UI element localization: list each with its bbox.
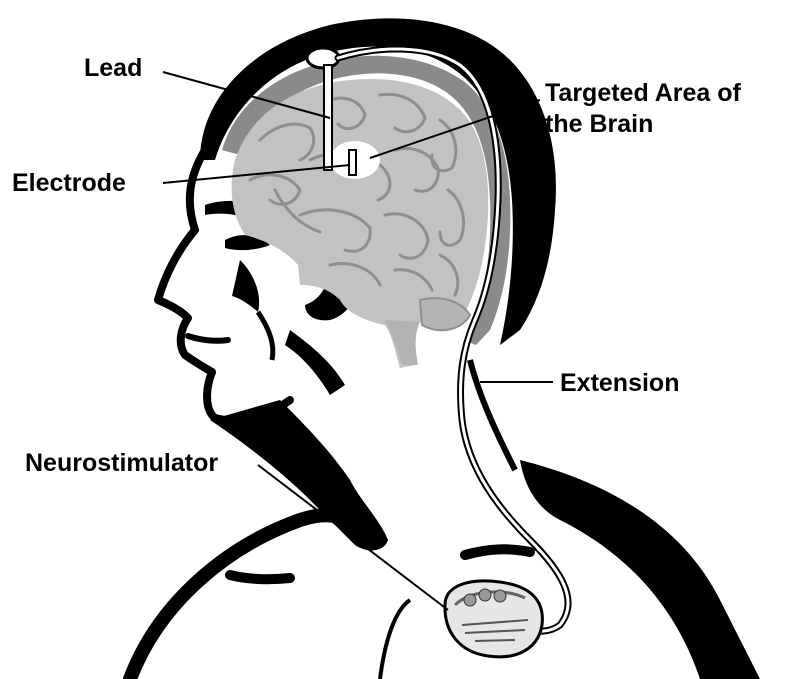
neurostimulator-label: Neurostimulator <box>25 449 218 477</box>
electrode-label: Electrode <box>12 169 126 197</box>
targeted-area-label-line1: Targeted Area of <box>545 79 742 107</box>
shoulders <box>130 460 760 679</box>
extension-label: Extension <box>560 369 679 397</box>
electrode-tip <box>349 150 356 175</box>
targeted-area-label-line2: the Brain <box>545 110 653 138</box>
lead-label: Lead <box>84 54 142 82</box>
neurostimulator-device <box>445 581 542 657</box>
